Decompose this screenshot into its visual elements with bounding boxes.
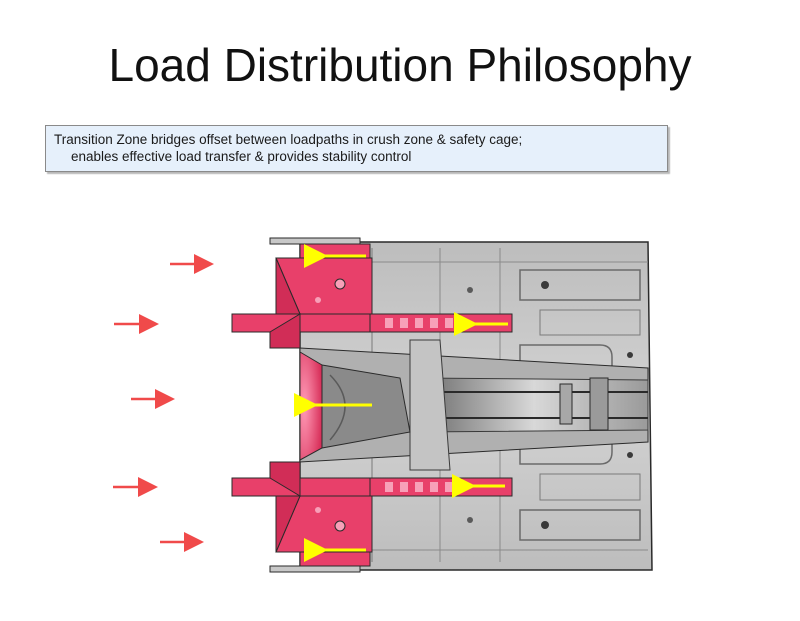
callout-line-2: enables effective load transfer & provid… [71, 149, 412, 164]
lower-front-rail [231, 461, 513, 553]
lower-sill [269, 551, 371, 573]
callout-line-1: Transition Zone bridges offset between l… [54, 132, 523, 147]
upper-front-rail [231, 257, 513, 349]
load-path-arrows [294, 244, 508, 562]
callout-box: Transition Zone bridges offset between l… [45, 125, 668, 172]
slide-title: Load Distribution Philosophy [108, 39, 692, 91]
impact-arrows [113, 254, 214, 552]
